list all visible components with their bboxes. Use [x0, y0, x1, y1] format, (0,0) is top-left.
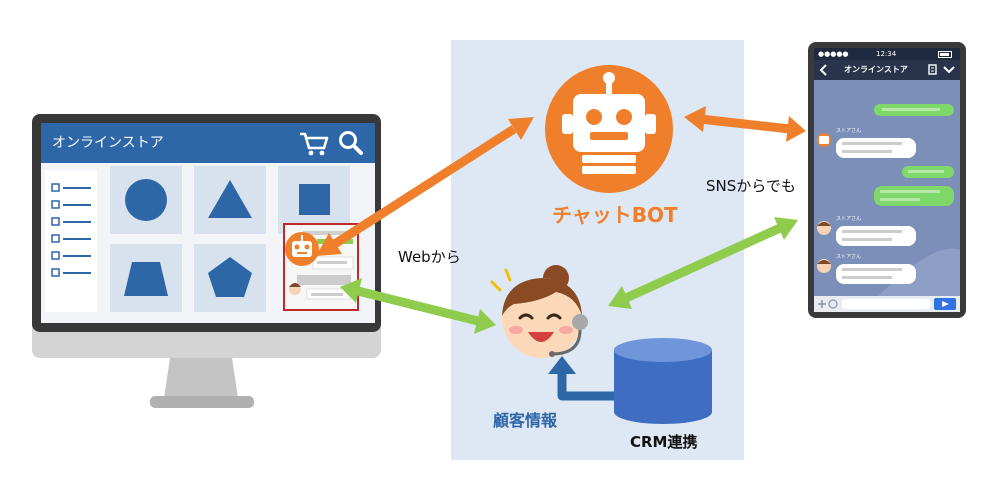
battery-icon	[938, 51, 952, 58]
web-label: Webから	[398, 248, 461, 266]
sns-label: SNSからでも	[706, 177, 796, 195]
crm-database-icon	[614, 338, 712, 424]
plus-icon[interactable]	[816, 298, 840, 310]
cart-icon[interactable]	[297, 128, 331, 158]
crm-label: CRM連携	[630, 433, 698, 451]
chatbot-icon	[545, 65, 673, 193]
chevron-down-icon[interactable]	[942, 65, 956, 75]
sender-name: ストアさん	[836, 254, 862, 260]
chat-background	[874, 248, 960, 300]
arrow-bot-sns	[684, 106, 806, 142]
arrow-bot-web	[316, 117, 534, 256]
widget-bot-icon	[285, 232, 319, 266]
send-icon[interactable]	[934, 298, 956, 310]
chat-messages	[817, 104, 954, 284]
arrow-crm-operator	[548, 356, 576, 374]
customer-info-label: 顧客情報	[493, 411, 558, 430]
store-title: オンラインストア	[52, 135, 164, 151]
search-icon[interactable]	[336, 128, 366, 158]
arrow-sns-operator	[608, 217, 798, 309]
phone-screen: ●●●●● 12:34 オンラインストア	[814, 48, 960, 312]
phone-message-input[interactable]	[842, 299, 930, 309]
operator-avatar	[490, 265, 588, 358]
phone-carrier: ●●●●●	[818, 50, 849, 58]
chat-widget-contents	[289, 231, 354, 300]
sender-name: ストアさん	[836, 216, 862, 222]
phone-status-bar	[814, 48, 960, 60]
phone-chat-title: オンラインストア	[844, 65, 908, 74]
back-icon[interactable]	[818, 63, 830, 77]
arrow-web-operator	[340, 278, 496, 334]
phone-nav-bar	[814, 60, 960, 80]
sender-name: ストアさん	[836, 128, 862, 134]
chatbot-label: チャットBOT	[552, 203, 678, 227]
phone-time: 12:34	[876, 50, 897, 58]
menu-icon[interactable]	[928, 64, 938, 76]
smartphone: ●●●●● 12:34 オンラインストア	[808, 42, 966, 318]
